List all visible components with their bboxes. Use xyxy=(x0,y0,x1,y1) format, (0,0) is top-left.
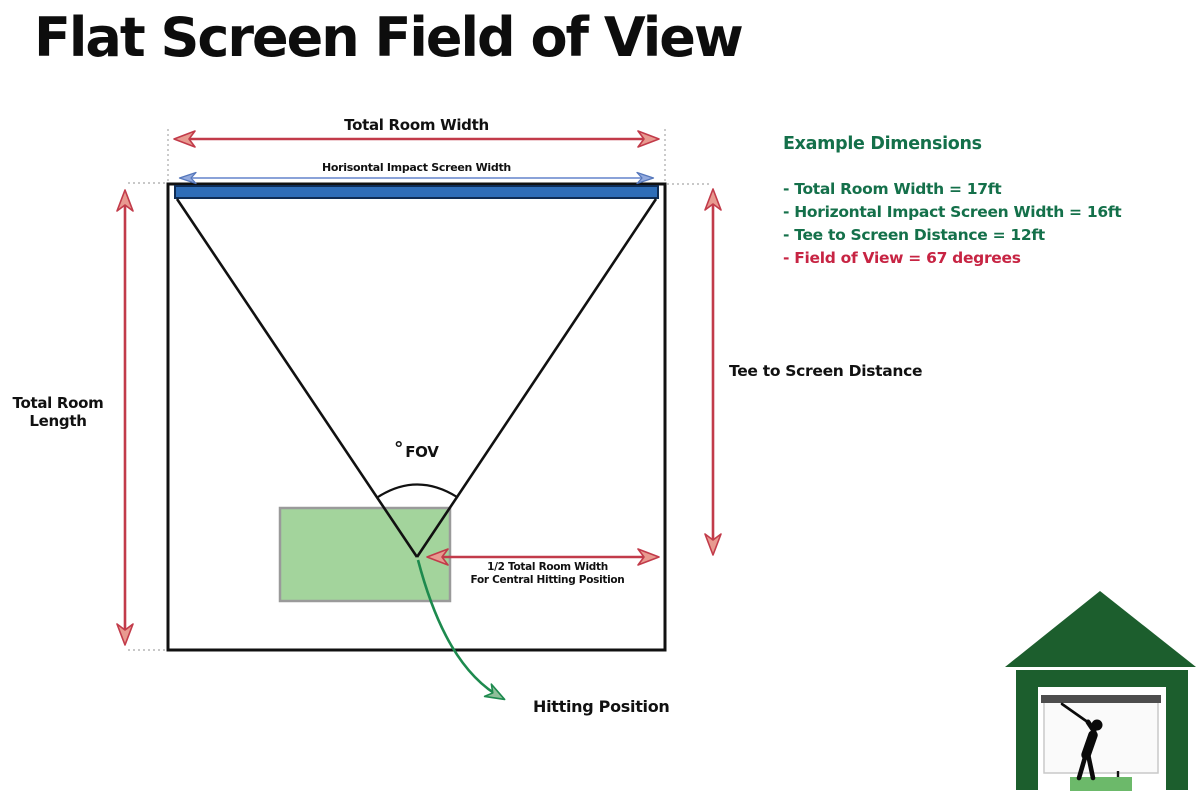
example-dimensions-block: Example Dimensions - Total Room Width = … xyxy=(783,134,1122,270)
total-room-length-label: Total Room Length xyxy=(12,394,104,430)
house-left-pillar xyxy=(1016,670,1038,790)
example-item-tee-to-screen: - Tee to Screen Distance = 12ft xyxy=(783,226,1045,244)
half-room-width-line2: For Central Hitting Position xyxy=(470,573,625,586)
half-room-width-line1: 1/2 Total Room Width xyxy=(487,561,608,573)
fov-line-right xyxy=(415,198,658,558)
fov-text: FOV xyxy=(405,443,439,461)
house-screen xyxy=(1043,696,1159,774)
dotted-guides xyxy=(128,129,711,651)
golfer-icon xyxy=(1060,702,1103,781)
example-item-screen-width: - Horizontal Impact Screen Width = 16ft xyxy=(783,203,1122,221)
example-item-total-room-width: - Total Room Width = 17ft xyxy=(783,180,1002,198)
hitting-position-label: Hitting Position xyxy=(533,697,670,716)
house-lintel xyxy=(1016,670,1188,687)
house-right-pillar xyxy=(1166,670,1188,790)
fov-arc xyxy=(377,483,458,498)
half-room-width-label: 1/2 Total Room Width For Central Hitting… xyxy=(440,561,655,586)
example-dimensions-list: - Total Room Width = 17ft - Horizontal I… xyxy=(783,178,1122,270)
golf-simulator-house-logo xyxy=(1005,591,1196,791)
house-roof xyxy=(1005,591,1196,667)
fov-triangle xyxy=(175,198,658,558)
house-golf-mat xyxy=(1070,777,1132,791)
total-room-width-label: Total Room Width xyxy=(344,116,489,134)
screen-width-label: Horisontal Impact Screen Width xyxy=(322,161,511,174)
degree-symbol: ° xyxy=(394,438,404,460)
house-screen-top-bar xyxy=(1041,695,1161,703)
example-item-field-of-view: - Field of View = 67 degrees xyxy=(783,249,1021,267)
impact-screen xyxy=(174,185,659,199)
tee-to-screen-label: Tee to Screen Distance xyxy=(729,362,923,380)
fov-line-left xyxy=(175,198,419,558)
example-dimensions-heading: Example Dimensions xyxy=(783,134,982,154)
hitting-mat xyxy=(278,506,452,603)
dimension-arrows xyxy=(116,130,722,646)
page-title: Flat Screen Field of View xyxy=(34,6,744,69)
fov-label: °FOV xyxy=(394,438,439,461)
hitting-position-curve xyxy=(416,559,506,701)
